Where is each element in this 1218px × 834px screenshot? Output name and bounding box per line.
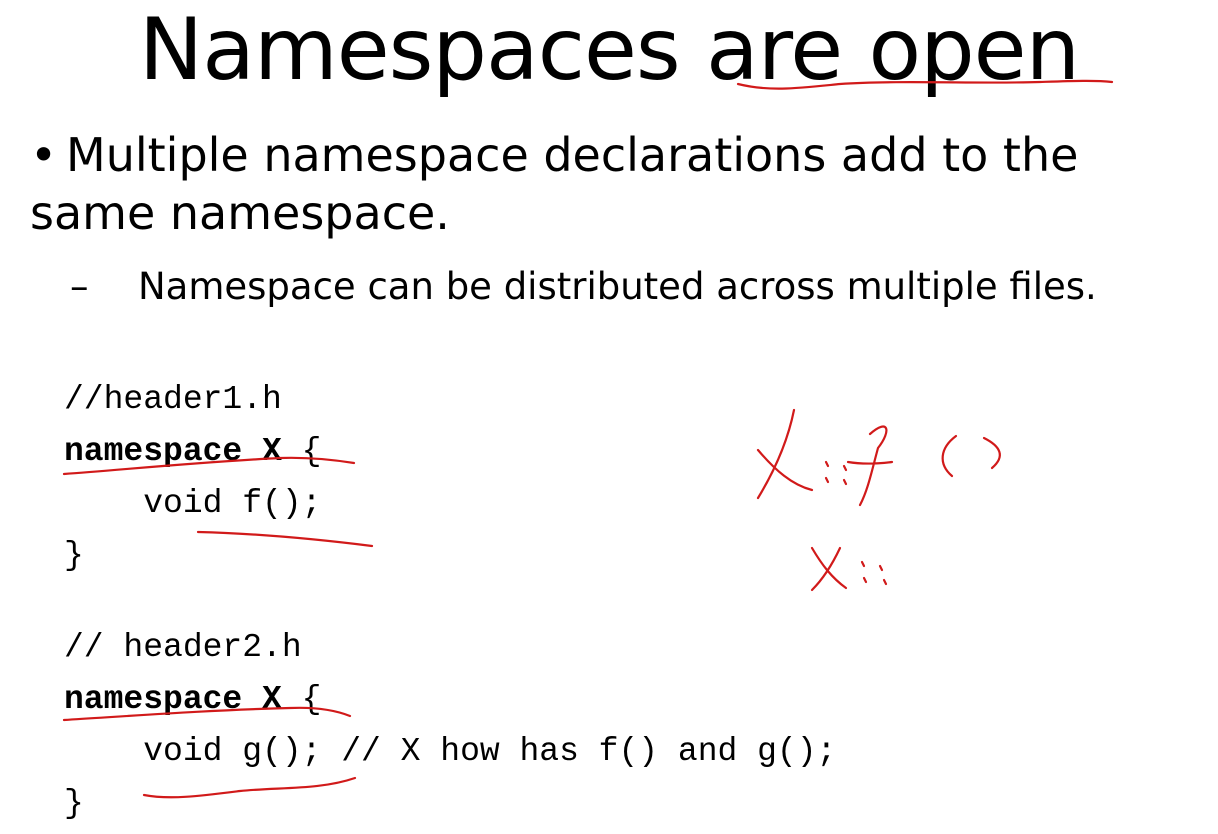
ink-handwriting-xf-x1 xyxy=(756,448,814,492)
bullet-marker: • xyxy=(30,128,58,182)
sub-bullet-text: Namespace can be distributed across mult… xyxy=(138,265,1097,308)
code-namespace-line: namespace X { xyxy=(64,426,321,478)
main-bullet-text: Multiple namespace declarations add to t… xyxy=(30,128,1079,240)
code-block-header1: //header1.h namespace X { void f();} xyxy=(64,374,321,582)
ink-handwriting-xf-f xyxy=(846,425,894,507)
code-open-brace: { xyxy=(281,681,322,718)
sub-bullet: – Namespace can be distributed across mul… xyxy=(70,262,1210,312)
sub-bullet-marker: – xyxy=(70,265,89,308)
ink-handwriting-xf-parens xyxy=(941,434,1001,478)
ink-handwriting-x2-b xyxy=(810,546,842,592)
ink-handwriting-xf-colon xyxy=(824,460,848,486)
ink-handwriting-xf-x2 xyxy=(756,408,796,500)
code-comment: //header1.h xyxy=(64,381,282,418)
code-close-brace: } xyxy=(64,537,84,574)
slide-title: Namespaces are open xyxy=(138,0,1080,100)
code-keyword: namespace X xyxy=(64,681,282,718)
code-comment: // header2.h xyxy=(64,629,302,666)
code-block-header2: // header2.h namespace X { void g(); // X… xyxy=(64,622,836,830)
code-body-line: void g(); // X how has f() and g(); xyxy=(64,733,837,770)
ink-handwriting-x2-colon xyxy=(860,560,888,586)
code-body-line: void f(); xyxy=(64,485,322,522)
code-close-brace: } xyxy=(64,785,84,822)
ink-handwriting-x2-a xyxy=(810,546,848,590)
code-namespace-line: namespace X { xyxy=(64,674,836,726)
code-open-brace: { xyxy=(281,433,322,470)
code-keyword: namespace X xyxy=(64,433,282,470)
main-bullet: •Multiple namespace declarations add to … xyxy=(30,126,1210,242)
